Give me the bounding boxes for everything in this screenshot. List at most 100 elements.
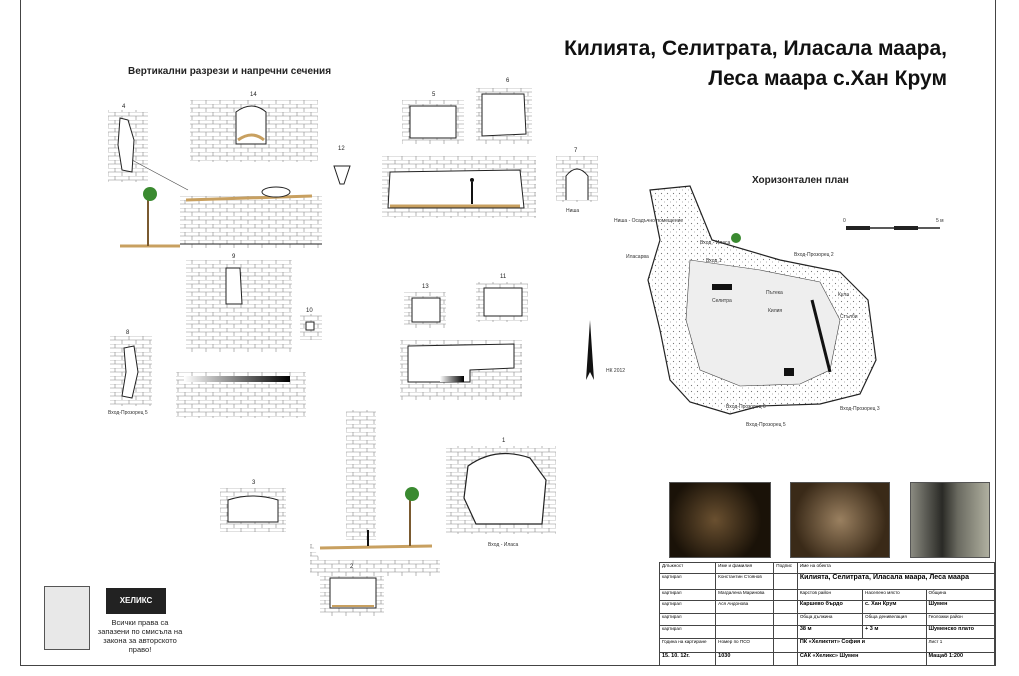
tb-location: с. Хан Крум bbox=[862, 600, 927, 615]
gradient-section bbox=[176, 372, 306, 418]
section-9: 9 bbox=[186, 254, 292, 352]
section-1: 1 Вход - Иласа bbox=[446, 438, 556, 548]
tb-h4: Име на обекта bbox=[796, 561, 996, 575]
tb-empty-7 bbox=[773, 638, 798, 653]
tb-sheet: 1 bbox=[939, 639, 943, 645]
section-11: 11 bbox=[476, 274, 528, 322]
tb-org-1: ПК «Хеликтит» София и bbox=[796, 638, 927, 653]
tb-org-2: САК «Хеликс» Шумен bbox=[796, 651, 927, 667]
photo-1 bbox=[669, 482, 771, 558]
section-14: 14 bbox=[190, 92, 318, 162]
scale-right: 5 м bbox=[936, 218, 944, 224]
tb-role-4: картирал bbox=[658, 613, 717, 626]
plan-label-11: Вход-Прозорец 5 bbox=[746, 422, 786, 428]
tb-sign-3 bbox=[773, 600, 798, 615]
main-entrance-label: Вход - Иласа bbox=[488, 542, 519, 548]
tb-municipality-label: Община bbox=[925, 588, 996, 602]
tb-location-label: Населено място bbox=[862, 588, 927, 602]
tb-empty-4 bbox=[715, 613, 775, 626]
section-10-number: 10 bbox=[306, 308, 313, 314]
section-11-number: 11 bbox=[500, 274, 507, 280]
section-2: 2 bbox=[320, 564, 384, 616]
tb-sheet-label: Лист bbox=[928, 639, 939, 645]
title-block: Длъжност Име и фамилия Подпис Име на обе… bbox=[658, 561, 996, 667]
tb-denivelation: + 3 м bbox=[862, 624, 927, 640]
tb-sign-2 bbox=[773, 588, 798, 602]
sections-title: Вертикални разрези и напречни сечения bbox=[128, 66, 332, 77]
section-6-number: 6 bbox=[506, 78, 510, 84]
tb-scale-cell: Мащаб 1:200 bbox=[925, 651, 996, 667]
tb-sign-1 bbox=[773, 573, 798, 590]
tb-h3: Подпис bbox=[773, 561, 798, 575]
scale-left: 0 bbox=[843, 218, 846, 224]
north-arrow: НК 2012 bbox=[586, 320, 625, 380]
tb-length: 38 м bbox=[796, 624, 864, 640]
section-9-number: 9 bbox=[232, 254, 236, 260]
tb-person-2: Магдалена Маринова bbox=[715, 588, 775, 602]
section-5-number: 5 bbox=[432, 92, 436, 98]
tb-role-3: картирал bbox=[658, 600, 717, 615]
tb-role-5: картирал bbox=[658, 624, 717, 640]
tb-person-1: Константин Стоянов bbox=[715, 573, 775, 590]
tb-number-label: Номер по ПСО bbox=[715, 638, 775, 653]
niche-label: Ниша bbox=[566, 208, 579, 214]
section-8-number: 8 bbox=[126, 330, 130, 336]
helix-logo: ХЕЛИКС bbox=[106, 588, 166, 614]
section-4-number: 4 bbox=[122, 104, 126, 110]
tb-length-label: Обща дължина bbox=[796, 613, 864, 626]
drawing-frame bbox=[20, 0, 996, 666]
map-title: Килията, Селитрата, Иласала маара, Леса … bbox=[564, 34, 947, 94]
section-12: 12 bbox=[333, 146, 351, 185]
entrance-window-5-label: Вход-Прозорец 5 bbox=[108, 410, 148, 416]
plan-title: Хоризонтален план bbox=[752, 175, 849, 186]
club-logo bbox=[44, 586, 90, 650]
plan-label-2: Вход 1 bbox=[706, 258, 722, 264]
plan-label-4: Вход-Прозорец 2 bbox=[794, 252, 834, 258]
tb-empty-8 bbox=[773, 651, 798, 667]
tb-role-2: картирал bbox=[658, 588, 717, 602]
plan-label-10: Вход-Прозорец 3 bbox=[840, 406, 880, 412]
tb-person-3: Ася Андонова bbox=[715, 600, 775, 615]
section-2-number: 2 bbox=[350, 564, 354, 570]
long-section-main bbox=[382, 156, 536, 218]
section-10: 10 bbox=[300, 308, 322, 340]
section-5: 5 bbox=[402, 92, 464, 144]
plan-label-7: Пътека bbox=[766, 290, 783, 296]
tb-object-name: Килията, Селитрата, Иласала маара, Леса … bbox=[796, 573, 996, 590]
section-6: 6 bbox=[476, 78, 532, 144]
horizontal-plan: 0 5 м Ниша - Осадъчно помещение Вход - И… bbox=[614, 185, 944, 428]
section-8: 8 Вход-Прозорец 5 bbox=[108, 330, 152, 416]
section-3-number: 3 bbox=[252, 480, 256, 486]
photo-3 bbox=[910, 482, 990, 558]
tb-h2: Име и фамилия bbox=[715, 561, 775, 575]
section-7-number: 7 bbox=[574, 148, 578, 154]
plan-label-0: Ниша - Осадъчно помещение bbox=[614, 218, 683, 224]
plan-label-8: Кула bbox=[838, 292, 849, 298]
section-14-number: 14 bbox=[250, 92, 257, 98]
section-7: 7 Ниша bbox=[556, 148, 598, 214]
tb-h1: Длъжност bbox=[658, 561, 717, 575]
tb-geology: Шуменско плато bbox=[925, 624, 996, 640]
tb-empty-5 bbox=[715, 624, 775, 640]
photo-2 bbox=[790, 482, 890, 558]
author-label: НК 2012 bbox=[606, 368, 625, 374]
section-4: 4 bbox=[108, 104, 148, 182]
tb-sign-4 bbox=[773, 613, 798, 626]
tb-region: Каршево бърдо bbox=[796, 600, 864, 615]
tb-sign-5 bbox=[773, 624, 798, 640]
section-3: 3 bbox=[220, 480, 286, 532]
section-1-number: 1 bbox=[502, 438, 506, 444]
plan-label-5: Килия bbox=[768, 308, 782, 314]
title-line-2: Леса маара с.Хан Крум bbox=[708, 67, 947, 90]
plan-label-12: Вход-Прозорец 6 bbox=[726, 404, 766, 410]
tb-date-label: Година на картиране bbox=[658, 638, 717, 653]
long-section-lower bbox=[400, 340, 522, 400]
plan-label-6: Селитра bbox=[712, 298, 732, 304]
section-12-number: 12 bbox=[338, 146, 345, 152]
tb-role-1: картирал bbox=[658, 573, 717, 590]
copyright-notice: Всички права са запазени по смисъла на з… bbox=[97, 618, 183, 654]
title-line-1: Килията, Селитрата, Иласала маара, bbox=[564, 37, 947, 60]
section-13-number: 13 bbox=[422, 284, 429, 290]
long-section-bottom bbox=[310, 410, 440, 576]
tb-scale-label: Мащаб bbox=[928, 652, 948, 659]
